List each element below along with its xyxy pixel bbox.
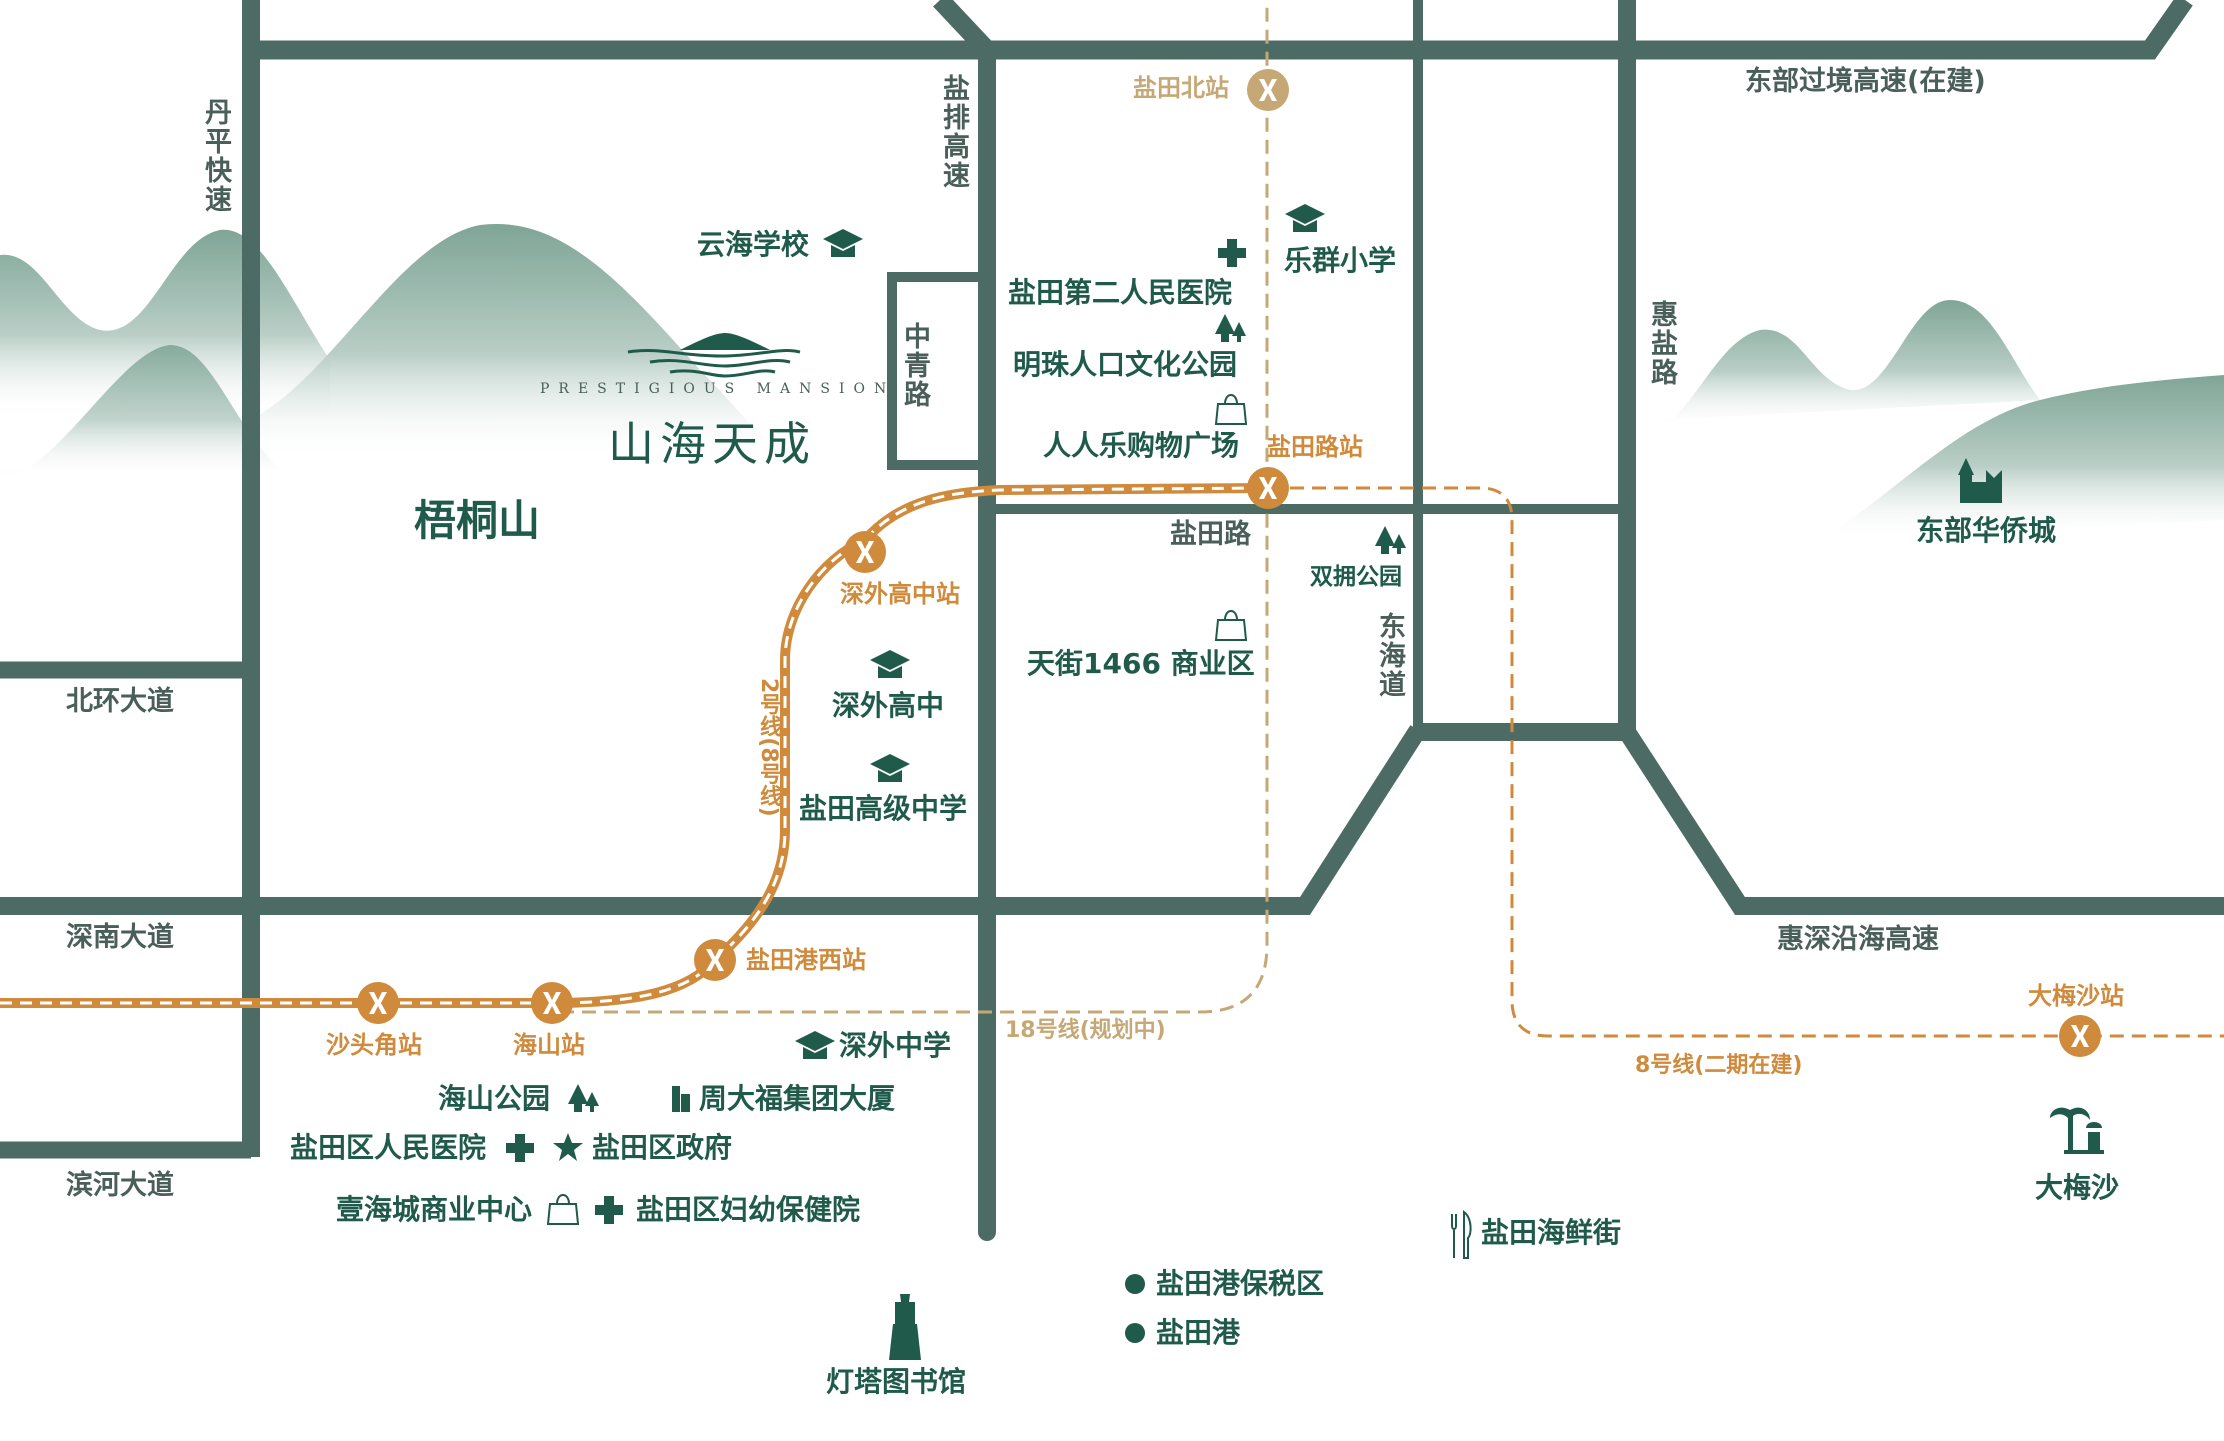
hospital-icon bbox=[506, 1134, 534, 1162]
poi-mingzhu-park: 明珠人口文化公园 bbox=[1013, 348, 1238, 381]
station-shatoujiao: 沙头角站 bbox=[326, 1031, 422, 1059]
poi-bonded-zone: 盐田港保税区 bbox=[1156, 1267, 1325, 1300]
poi-yantian-port: 盐田港 bbox=[1156, 1316, 1241, 1349]
poi-shenwai-high: 深外高中 bbox=[832, 689, 945, 722]
station-yantian-rd: 盐田路站 bbox=[1267, 433, 1363, 461]
poi-tianjie: 天街1466 商业区 bbox=[1027, 647, 1255, 680]
school-icon bbox=[870, 650, 910, 678]
poi-haishan-park: 海山公园 bbox=[438, 1082, 551, 1115]
metro-line-2 bbox=[0, 483, 1269, 1008]
road-label-beihuan: 北环大道 bbox=[66, 686, 174, 717]
station-haishan: 海山站 bbox=[513, 1031, 585, 1059]
school-icon bbox=[823, 229, 863, 257]
park-icon bbox=[568, 1084, 599, 1112]
poi-maternal-hospital: 盐田区妇幼保健院 bbox=[636, 1193, 861, 1226]
poi-lighthouse-library: 灯塔图书馆 bbox=[826, 1365, 967, 1398]
poi-oct-east: 东部华侨城 bbox=[1916, 514, 2057, 547]
poi-shenwai-middle: 深外中学 bbox=[839, 1029, 952, 1062]
shopping-bag-icon bbox=[1214, 394, 1248, 425]
poi-seafood-street: 盐田海鲜街 bbox=[1481, 1216, 1622, 1249]
road-label-danping: 丹平快速 bbox=[200, 98, 231, 214]
station-shenwai-high: 深外高中站 bbox=[840, 580, 960, 608]
hospital-icon bbox=[1218, 239, 1246, 267]
poi-chowtaifook: 周大福集团大厦 bbox=[699, 1082, 896, 1115]
park-icon bbox=[1215, 314, 1246, 342]
poi-lequn-primary: 乐群小学 bbox=[1284, 244, 1397, 277]
metro-stations bbox=[357, 69, 2101, 1057]
poi-dameisha: 大梅沙 bbox=[2035, 1171, 2120, 1204]
poi-yihaicheng: 壹海城商业中心 bbox=[336, 1193, 533, 1226]
mountain-label: 梧桐山 bbox=[414, 496, 541, 545]
road-label-yantian-rd: 盐田路 bbox=[1170, 519, 1251, 550]
school-icon bbox=[795, 1031, 835, 1059]
bullet-dot-icon bbox=[1125, 1274, 1145, 1294]
lighthouse-icon bbox=[889, 1294, 921, 1360]
line-label-2: 2号线(8号线) bbox=[756, 678, 781, 817]
road-label-huishen: 惠深沿海高速 bbox=[1777, 924, 1939, 955]
poi-renrenle: 人人乐购物广场 bbox=[1043, 429, 1240, 462]
poi-yantian-gov: 盐田区政府 bbox=[592, 1131, 733, 1164]
metro-line-8-phase2 bbox=[1268, 486, 2224, 1038]
station-yantiangang-west: 盐田港西站 bbox=[746, 946, 866, 974]
road-network bbox=[0, 0, 2224, 1241]
line-label-8: 8号线(二期在建) bbox=[1635, 1053, 1803, 1078]
road-label-zhongqing: 中青路 bbox=[899, 322, 930, 409]
road-label-yanpai: 盐排高速 bbox=[938, 74, 969, 190]
logo-emblem bbox=[627, 333, 801, 378]
castle-icon bbox=[1958, 458, 2002, 503]
line-label-18: 18号线(规划中) bbox=[1005, 1018, 1166, 1043]
poi-yantian-senior: 盐田高级中学 bbox=[799, 792, 968, 825]
station-yantian-north: 盐田北站 bbox=[1133, 74, 1229, 102]
hospital-icon bbox=[595, 1196, 623, 1224]
bullet-dot-icon bbox=[1125, 1323, 1145, 1343]
road-label-huiyan: 惠盐路 bbox=[1646, 300, 1677, 387]
logo-english-text: PRESTIGIOUS MANSION bbox=[540, 381, 896, 397]
road-label-donghai: 东海道 bbox=[1374, 612, 1405, 699]
school-icon bbox=[1285, 204, 1325, 232]
metro-line-18 bbox=[560, 0, 1269, 1014]
station-dameisha: 大梅沙站 bbox=[2028, 982, 2124, 1010]
poi-yantian-hospital: 盐田区人民医院 bbox=[290, 1131, 487, 1164]
fork-knife-icon bbox=[1451, 1209, 1472, 1259]
poi-yunhai-school: 云海学校 bbox=[697, 228, 810, 261]
road-label-binhe: 滨河大道 bbox=[66, 1170, 174, 1201]
park-icon bbox=[1375, 526, 1406, 554]
poi-shuangyong-park: 双拥公园 bbox=[1310, 564, 1402, 590]
road-label-dongbu: 东部过境高速(在建) bbox=[1745, 66, 1986, 97]
government-star-icon bbox=[553, 1133, 583, 1161]
logo-chinese-text: 山海天成 bbox=[608, 417, 816, 471]
road-label-shennan: 深南大道 bbox=[66, 922, 174, 953]
building-icon bbox=[672, 1086, 690, 1112]
shopping-bag-icon bbox=[1214, 610, 1248, 641]
school-icon bbox=[870, 754, 910, 782]
poi-yantian-2nd-hospital: 盐田第二人民医院 bbox=[1008, 276, 1233, 309]
beach-icon bbox=[2050, 1107, 2104, 1154]
shopping-bag-icon bbox=[546, 1194, 580, 1225]
